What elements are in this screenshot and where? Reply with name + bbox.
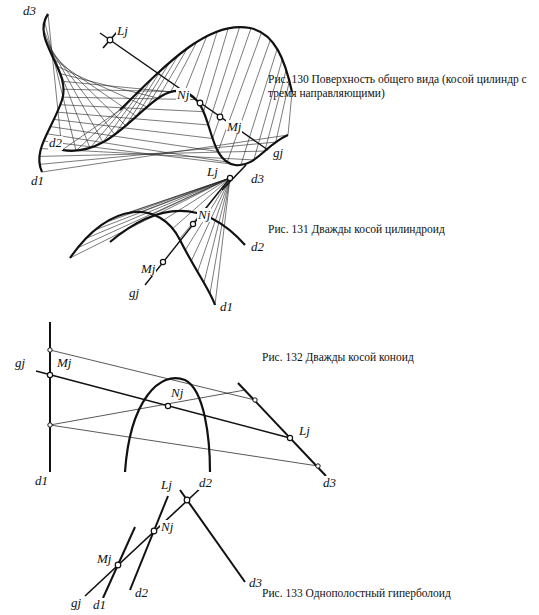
point-marker [47,372,52,377]
element-label: Mj [140,262,156,276]
ruling-line [60,105,203,112]
directrix-segment [103,32,117,48]
element-label: Mj [226,120,242,134]
point-marker [227,175,232,180]
ruling-line [44,141,241,165]
element-label: d1 [92,598,107,612]
element-label: d2 [250,240,265,254]
point-marker [184,497,190,503]
ruling-line [196,31,217,99]
ruling-line [50,425,318,466]
figure-caption: Рис. 132 Дважды косой коноид [262,350,524,364]
generatrix-line [36,371,290,438]
directrix-line [49,322,51,472]
point-marker [160,259,165,264]
directrix-line [222,165,246,190]
element-label: gj [14,356,26,370]
directrix-line [238,383,326,476]
ruling-line [50,350,255,400]
ruling-line [54,119,213,138]
ruling-line [185,36,207,92]
figure-133 [85,484,245,598]
ruling-line [152,178,230,214]
element-label: Lj [298,424,311,438]
ruling-line [210,178,230,294]
element-label: d3 [248,576,263,590]
element-label: d1 [219,300,234,314]
ruling-line [198,178,230,272]
element-label: d3 [250,172,265,186]
point-marker [190,221,195,226]
element-label: gj [128,286,140,300]
point-marker [48,423,52,427]
element-label: Lj [160,478,173,492]
point-marker [151,528,157,534]
element-label: gj [272,146,284,160]
element-label: Nj [197,208,211,222]
point-marker [253,398,257,402]
ruling-lines [39,14,292,305]
ruling-line [86,178,230,239]
point-marker [165,403,170,408]
ruling-line [64,89,185,92]
point-marker [287,435,292,440]
ruling-line [40,142,276,164]
element-label: d2 [48,136,63,150]
element-label: Mj [56,356,72,370]
element-label: Lj [116,24,129,38]
directrix-curve [62,91,288,165]
element-label: d2 [198,476,213,490]
point-marker [316,464,320,468]
figure-caption: Рис. 133 Однополостный гиперболоид [262,586,524,600]
element-label: gj [70,596,82,610]
generatrix-line [100,33,268,150]
point-marker [115,562,121,568]
ruling-line [62,110,120,150]
ruling-line [50,390,245,425]
directrix-line [180,490,245,582]
figure-caption: Рис. 131 Дважды косой цилиндроид [268,222,530,236]
directrix-curve [39,14,63,172]
figure-caption: Рис. 130 Поверхность общего вида (косой … [268,72,530,101]
ruling-line [227,40,270,162]
ruling-line [191,178,230,261]
figure-131 [70,165,246,305]
ruling-line [215,178,230,305]
element-label: Mj [96,552,112,566]
ruling-line [77,178,230,248]
ruling-line [204,28,229,112]
directrix-curve [110,211,245,245]
element-label: d3 [322,476,337,490]
ruling-line [208,27,239,125]
directrix-line [130,496,168,590]
point-marker [48,348,52,352]
generatrix-line [85,484,205,596]
generatrix-line [145,178,230,285]
ruling-line [147,55,178,107]
ruling-line [128,178,230,213]
point-marker [197,100,203,106]
directrix-curve [70,212,215,305]
element-label: d1 [34,474,49,488]
element-label: d3 [22,4,37,18]
ruling-line [213,28,251,138]
figure-130 [39,14,292,172]
element-label: d1 [30,174,45,188]
directrix-curve [120,27,292,110]
directrix-curve [125,378,210,472]
point-marker [107,37,113,43]
element-label: Lj [206,165,219,179]
element-label: Nj [160,520,174,534]
ruling-line [218,32,262,151]
element-label: Nj [170,386,184,400]
ruling-line [42,135,288,172]
point-marker [217,114,223,120]
element-label: d2 [134,586,149,600]
element-label: Nj [176,88,190,102]
figure-132 [36,322,326,476]
ruling-line [50,127,218,152]
